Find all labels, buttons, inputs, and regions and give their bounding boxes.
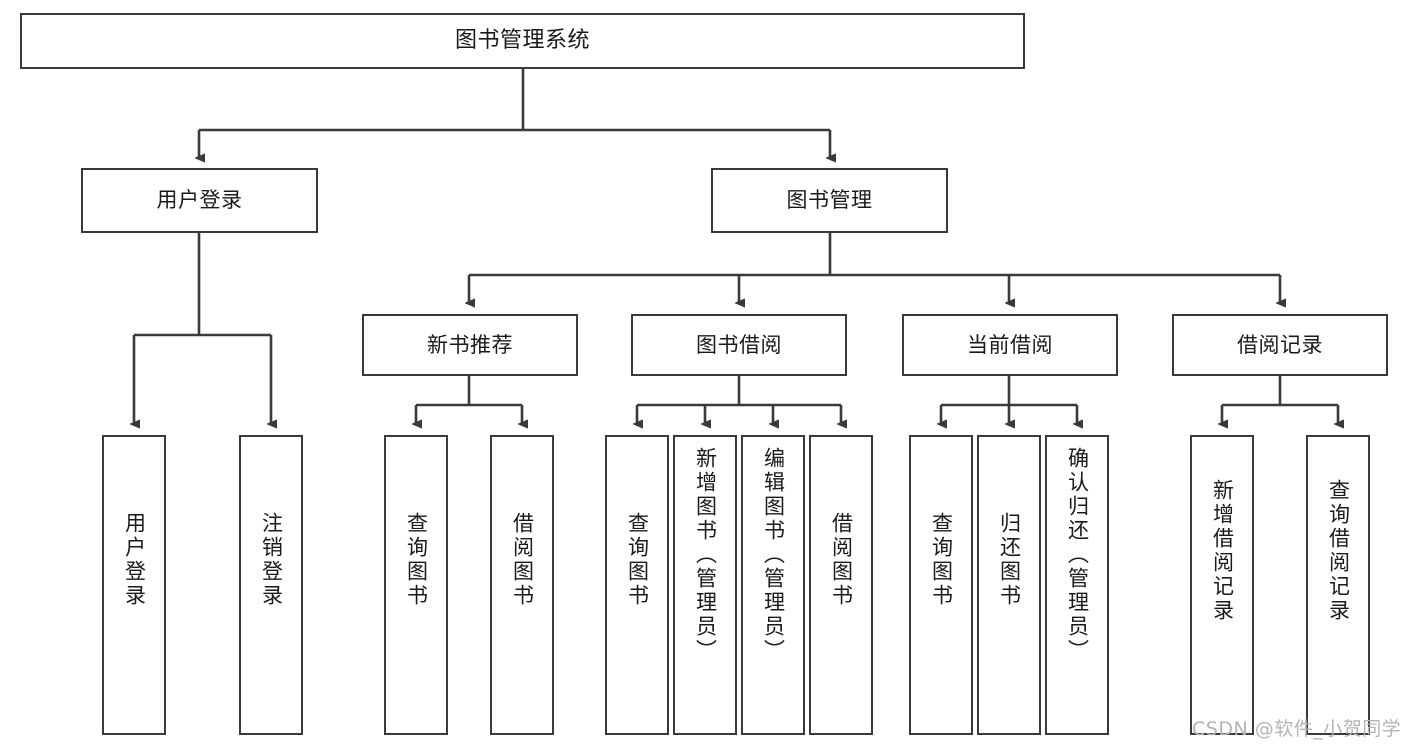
node-label: 图书管理系统 [454, 28, 590, 54]
node-label: 借阅记录 [1237, 332, 1323, 357]
node-label: 新书推荐 [427, 332, 513, 357]
leaf-user-login-logout[interactable]: 注销登录 [239, 435, 303, 735]
leaf-user-login-login[interactable]: 用户登录 [102, 435, 166, 735]
node-label: 查询图书 [404, 512, 429, 608]
leaf-book-borrow-query-books[interactable]: 查询图书 [605, 435, 669, 735]
node-label: 新增借阅记录 [1210, 479, 1235, 623]
leaf-book-borrow-borrow-books[interactable]: 借阅图书 [809, 435, 873, 735]
node-borrowing-record[interactable]: 借阅记录 [1172, 314, 1388, 376]
leaf-borrow-record-add-record[interactable]: 新增借阅记录 [1190, 435, 1254, 735]
leaf-current-borrow-query-books[interactable]: 查询图书 [909, 435, 973, 735]
leaf-borrow-record-query-record[interactable]: 查询借阅记录 [1306, 435, 1370, 735]
node-label: 查询图书 [929, 512, 954, 608]
node-label: 新增图书（管理员） [693, 447, 718, 663]
node-label: 注销登录 [259, 512, 284, 608]
node-book-borrowing[interactable]: 图书借阅 [631, 314, 847, 376]
node-label: 借阅图书 [510, 512, 535, 608]
node-label: 当前借阅 [967, 332, 1053, 357]
node-label: 归还图书 [997, 512, 1022, 608]
node-label: 借阅图书 [829, 512, 854, 608]
node-new-book-recommendation[interactable]: 新书推荐 [362, 314, 578, 376]
leaf-book-borrow-edit-book-admin[interactable]: 编辑图书（管理员） [741, 435, 805, 735]
node-book-management[interactable]: 图书管理 [711, 168, 948, 233]
leaf-book-borrow-add-book-admin[interactable]: 新增图书（管理员） [673, 435, 737, 735]
node-current-borrowing[interactable]: 当前借阅 [902, 314, 1118, 376]
node-label: 查询图书 [625, 512, 650, 608]
leaf-new-book-borrow-books[interactable]: 借阅图书 [490, 435, 554, 735]
node-label: 查询借阅记录 [1326, 479, 1351, 623]
leaf-current-borrow-confirm-return-admin[interactable]: 确认归还（管理员） [1045, 435, 1109, 735]
node-label: 用户登录 [122, 512, 147, 608]
leaf-current-borrow-return-books[interactable]: 归还图书 [977, 435, 1041, 735]
node-label: 图书借阅 [696, 332, 782, 357]
node-label: 用户登录 [156, 188, 243, 213]
leaf-new-book-query-books[interactable]: 查询图书 [384, 435, 448, 735]
node-label: 图书管理 [786, 188, 873, 213]
node-root-library-management-system[interactable]: 图书管理系统 [20, 13, 1025, 69]
node-label: 编辑图书（管理员） [761, 447, 786, 663]
node-user-login[interactable]: 用户登录 [81, 168, 318, 233]
node-label: 确认归还（管理员） [1065, 447, 1090, 663]
